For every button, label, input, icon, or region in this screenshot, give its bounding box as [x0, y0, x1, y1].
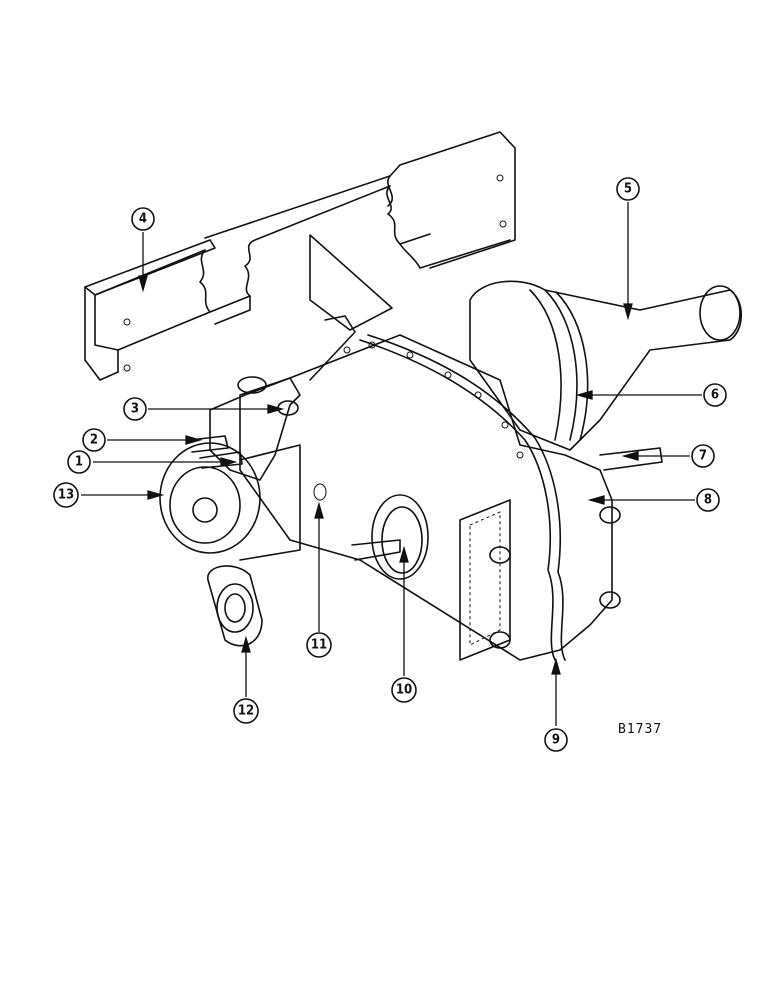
callout-10: 10 — [391, 677, 417, 703]
callout-3-label: 3 — [131, 402, 139, 417]
callout-5: 5 — [616, 177, 640, 201]
channel-bracket — [84, 131, 516, 381]
callout-3: 3 — [123, 397, 147, 421]
callout-6-label: 6 — [711, 388, 719, 403]
callout-12-label: 12 — [238, 704, 254, 719]
callout-13: 13 — [53, 482, 79, 508]
callout-7-label: 7 — [699, 449, 707, 464]
callout-6: 6 — [703, 383, 727, 407]
callout-7: 7 — [691, 444, 715, 468]
callout-9-label: 9 — [552, 733, 560, 748]
callout-9: 9 — [544, 728, 568, 752]
callout-11: 11 — [306, 632, 332, 658]
callout-10-label: 10 — [396, 683, 412, 698]
figure-reference-code: B1737 — [618, 722, 663, 737]
callout-4-label: 4 — [139, 212, 147, 227]
callout-13-label: 13 — [58, 488, 74, 503]
callout-1-label: 1 — [75, 455, 83, 470]
callout-2: 2 — [82, 428, 106, 452]
oil-seal — [207, 565, 263, 647]
pump-assembly — [159, 376, 327, 561]
callout-8: 8 — [696, 488, 720, 512]
cone-housing — [469, 280, 742, 471]
callout-2-label: 2 — [90, 433, 98, 448]
gear-case — [239, 334, 621, 661]
callout-11-label: 11 — [311, 638, 327, 653]
callout-1: 1 — [67, 450, 91, 474]
callout-4: 4 — [131, 207, 155, 231]
callout-12: 12 — [233, 698, 259, 724]
callout-8-label: 8 — [704, 493, 712, 508]
leader-lines — [81, 202, 702, 726]
callout-5-label: 5 — [624, 182, 632, 197]
